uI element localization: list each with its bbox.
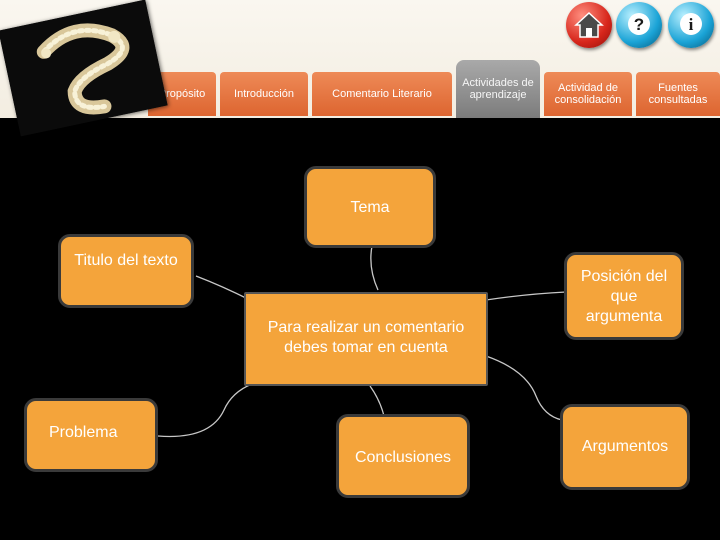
node-posicion-label: Posición del que argumenta	[580, 268, 668, 325]
node-argumentos: Argumentos	[560, 404, 690, 490]
tab-label: Comentario Literario	[332, 88, 432, 100]
tab-actividades-de-aprendizaje[interactable]: Actividades de aprendizaje	[456, 60, 540, 118]
home-icon	[574, 11, 604, 38]
svg-text:i: i	[689, 15, 694, 34]
home-button[interactable]	[566, 2, 612, 48]
node-titulo-label: Titulo del texto	[74, 252, 178, 269]
node-central: Para realizar un comentario debes tomar …	[244, 292, 488, 386]
node-conclusiones: Conclusiones	[336, 414, 470, 498]
node-problema-label: Problema	[49, 424, 118, 441]
svg-text:?: ?	[634, 15, 644, 34]
node-argumentos-label: Argumentos	[581, 438, 669, 455]
top-header: Propósito Introducción Comentario Litera…	[0, 0, 720, 137]
node-tema-label: Tema	[350, 199, 390, 216]
tab-fuentes-consultadas[interactable]: Fuentes consultadas	[636, 72, 720, 116]
help-icon: ?	[628, 13, 650, 35]
tab-label: Fuentes consultadas	[648, 82, 708, 106]
info-button[interactable]: i	[668, 2, 714, 48]
help-button[interactable]: ?	[616, 2, 662, 48]
node-titulo-del-texto: Titulo del texto	[58, 234, 194, 308]
node-posicion-del-que-argumenta: Posición del que argumenta	[564, 252, 684, 340]
node-problema: Problema	[24, 398, 158, 472]
node-conclusiones-label: Conclusiones	[354, 449, 452, 466]
tab-actividad-de-consolidacion[interactable]: Actividad de consolidación	[544, 72, 632, 116]
tab-comentario-literario[interactable]: Comentario Literario	[312, 72, 452, 116]
logo-image	[0, 0, 168, 137]
tab-label: Propósito	[158, 88, 206, 100]
info-icon: i	[680, 13, 702, 35]
tab-introduccion[interactable]: Introducción	[220, 72, 308, 116]
tab-label: Actividad de consolidación	[554, 82, 622, 106]
node-central-label: Para realizar un comentario debes tomar …	[267, 319, 465, 356]
node-tema: Tema	[304, 166, 436, 248]
tab-label: Actividades de aprendizaje	[462, 77, 534, 101]
tab-label: Introducción	[234, 88, 294, 100]
